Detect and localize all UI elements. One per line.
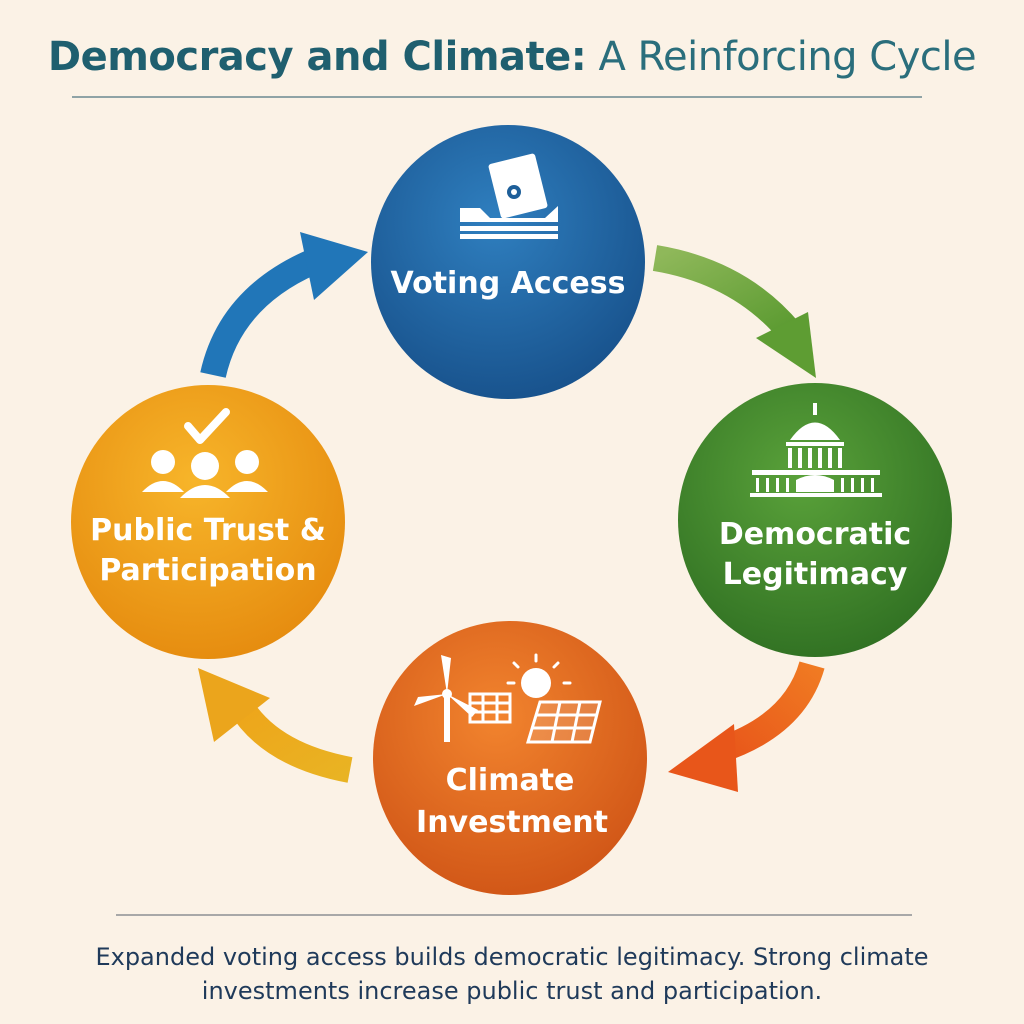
people-check-icon <box>142 408 268 498</box>
title-divider <box>72 96 922 98</box>
arrow-trust-to-voting <box>200 232 368 379</box>
caption: Expanded voting access builds democratic… <box>80 940 944 1008</box>
ballot-box-icon <box>460 153 558 239</box>
renewable-energy-icon <box>414 653 602 744</box>
node-climate-line1: Climate <box>446 763 575 798</box>
node-legitimacy-line1: Democratic <box>719 517 911 552</box>
node-legitimacy-line2: Legitimacy <box>723 557 908 592</box>
title-bold: Democracy and Climate: <box>47 34 587 80</box>
node-trust-line1: Public Trust & <box>90 513 326 548</box>
arrow-legitimacy-to-climate <box>668 661 825 792</box>
arrow-voting-to-legitimacy <box>652 245 816 378</box>
page-title: Democracy and Climate: A Reinforcing Cyc… <box>0 34 1024 80</box>
caption-line2: investments increase public trust and pa… <box>201 977 823 1005</box>
caption-line1: Expanded voting access builds democratic… <box>95 943 929 971</box>
node-democratic-legitimacy: Democratic Legitimacy <box>678 383 952 657</box>
node-climate-line2: Investment <box>416 805 608 840</box>
node-voting-access: Voting Access <box>371 125 645 399</box>
arrow-climate-to-trust <box>198 668 353 783</box>
node-climate-investment: Climate Investment <box>373 621 647 895</box>
node-public-trust: Public Trust & Participation <box>71 385 345 659</box>
capitol-building-icon <box>750 403 882 497</box>
node-voting-label: Voting Access <box>391 266 626 301</box>
node-trust-line2: Participation <box>99 553 316 588</box>
caption-divider <box>116 914 912 916</box>
title-light: A Reinforcing Cycle <box>598 34 977 80</box>
